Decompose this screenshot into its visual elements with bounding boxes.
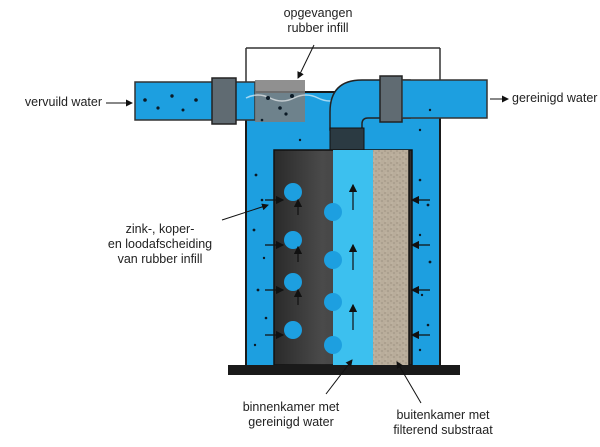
inlet-particles	[143, 94, 294, 116]
outer-chamber-label: buitenkamer met filterend substraat	[393, 408, 493, 437]
dirt-particles	[252, 108, 432, 352]
inner-chamber-label: binnenkamer met gereinigd water	[242, 400, 340, 429]
flow-arrows	[265, 183, 430, 340]
metal-separation-label: zink-, koper- en loodafscheiding van rub…	[107, 222, 213, 266]
dirty-water-label: vervuild water	[24, 95, 102, 109]
inlet-coupling	[211, 77, 237, 125]
filter-substrate	[373, 150, 409, 365]
inner-connector	[329, 127, 365, 151]
metal-separation-ports	[284, 183, 342, 354]
captured-infill-label: opgevangen rubber infill	[283, 6, 353, 35]
leader-lines	[106, 44, 509, 404]
clean-water-label: gereinigd water	[512, 91, 598, 105]
outlet-pipe	[401, 79, 488, 119]
outlet-coupling	[379, 75, 403, 123]
